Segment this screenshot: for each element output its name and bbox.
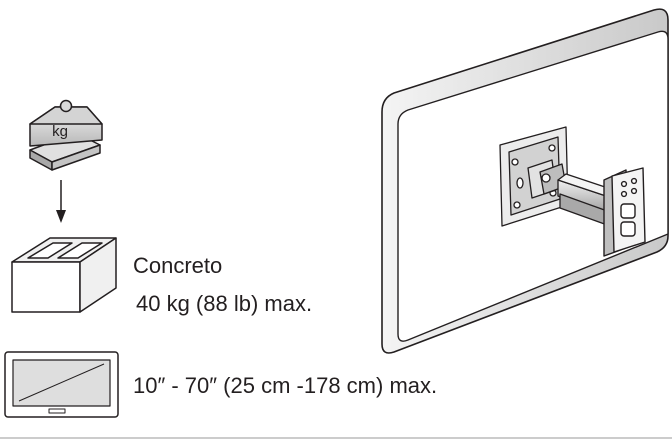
tv-icon	[4, 351, 119, 418]
arrow-down-icon	[56, 180, 66, 223]
monitor-with-wall-mount	[381, 8, 669, 354]
weight-icon-unit: kg	[52, 123, 68, 140]
max-weight-label: 40 kg (88 lb) max.	[136, 291, 313, 316]
wall-material-label: Concreto	[133, 253, 223, 278]
screen-size-label: 10″ - 70″ (25 cm -178 cm) max.	[133, 373, 438, 398]
concrete-block-icon	[11, 237, 117, 313]
weight-icon	[29, 99, 103, 171]
wall-plate	[603, 167, 646, 257]
